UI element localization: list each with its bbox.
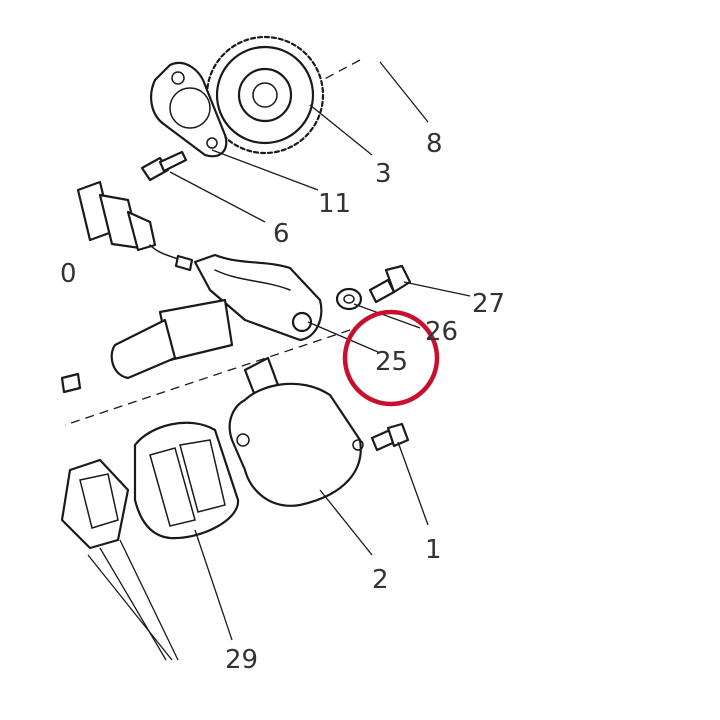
gear-part: [205, 35, 325, 155]
assembly-axis-lower: [64, 329, 351, 426]
sensor-part: [60, 253, 323, 394]
leader-line-11: [211, 149, 319, 191]
label-29: 29: [225, 645, 258, 675]
leader-line-3: [309, 104, 373, 156]
frame-part-29: [133, 421, 240, 540]
label-27: 27: [472, 289, 505, 319]
highlight-circle: [342, 309, 440, 407]
label-1: 1: [425, 535, 442, 565]
label-11: 11: [318, 189, 351, 219]
washer-part-26: [335, 287, 363, 311]
bolt-part-6: [140, 150, 188, 182]
cover-part: [228, 356, 364, 507]
bolt-part-1: [370, 422, 410, 452]
label-3: 3: [375, 159, 392, 189]
leader-line-27: [403, 281, 471, 297]
leader-line-26: [353, 303, 421, 329]
leader-line-29: [194, 529, 233, 641]
leader-line-1: [397, 441, 429, 526]
connector-part: [76, 180, 194, 272]
label-8: 8: [426, 129, 443, 159]
label-25: 25: [375, 347, 408, 377]
leader-line-8: [379, 61, 429, 123]
leader-line-reed-a: [87, 554, 173, 661]
label-26: 26: [425, 317, 458, 347]
screw-part-27: [368, 264, 412, 304]
leader-line-reed-c: [99, 547, 167, 661]
leader-line-25: [307, 321, 379, 353]
reed-plate-part: [60, 458, 130, 550]
label-2: 2: [372, 565, 389, 595]
label-0: 0: [60, 259, 77, 289]
leader-line-reed-b: [119, 539, 179, 661]
label-6: 6: [273, 219, 290, 249]
leader-line-6: [169, 171, 266, 223]
leader-line-2: [319, 489, 373, 556]
